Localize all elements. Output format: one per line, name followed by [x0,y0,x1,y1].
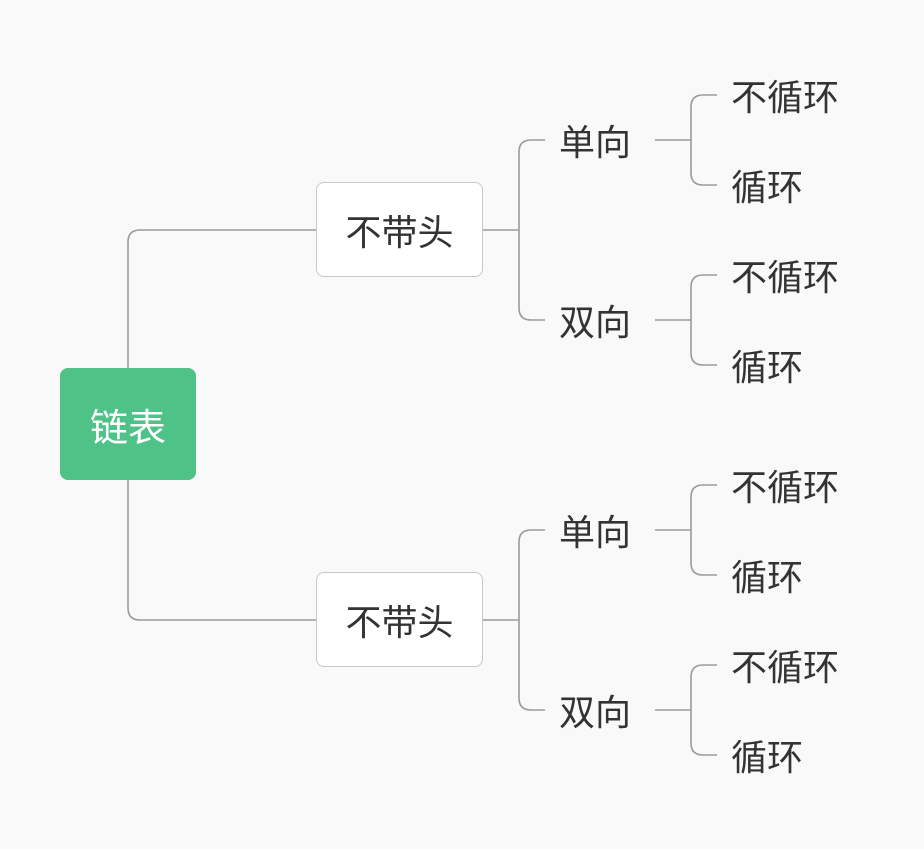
leaf-label: 不循环 [731,468,840,509]
root-label: 链表 [89,405,166,450]
leaf-node-1-1-0[interactable]: 不循环 [731,640,839,690]
leaf-label: 不循环 [731,648,840,689]
connector-b0-c1 [518,230,545,321]
leaf-label: 循环 [731,738,804,779]
leaf-node-0-1-1[interactable]: 循环 [731,340,803,390]
subbranch-label: 双向 [559,303,632,344]
subbranch-label: 单向 [559,123,632,164]
branch-label: 不带头 [345,602,454,644]
subbranch-node-0-1[interactable]: 双向 [559,295,631,345]
leaf-label: 不循环 [731,78,840,119]
leaf-node-0-1-0[interactable]: 不循环 [731,250,839,300]
connector-root-branch-0 [127,229,316,368]
subbranch-node-1-0[interactable]: 单向 [559,505,631,555]
connector-b1-c0 [518,529,545,620]
connector-b1-c1 [518,620,545,711]
connector-b0-c0 [518,139,545,230]
connector-b0-c0-leaf1 [690,140,717,186]
connector-b0-c0-leaf0 [690,94,717,140]
subbranch-node-1-1[interactable]: 双向 [559,685,631,735]
leaf-node-0-0-0[interactable]: 不循环 [731,70,839,120]
leaf-node-1-0-0[interactable]: 不循环 [731,460,839,510]
leaf-node-1-0-1[interactable]: 循环 [731,550,803,600]
connector-b1-c1-leaf0 [690,664,717,710]
subbranch-label: 双向 [559,693,632,734]
leaf-label: 不循环 [731,258,840,299]
branch-node-0[interactable]: 不带头 [316,182,483,277]
connector-b0-c1-leaf0 [690,274,717,320]
subbranch-node-0-0[interactable]: 单向 [559,115,631,165]
connector-b1-c1-leaf1 [690,710,717,756]
leaf-node-0-0-1[interactable]: 循环 [731,160,803,210]
connector-b1-c0-leaf1 [690,530,717,576]
subbranch-label: 单向 [559,513,632,554]
connector-b1-c0-leaf0 [690,484,717,530]
branch-label: 不带头 [345,212,454,254]
leaf-label: 循环 [731,348,804,389]
connector-b0-c1-leaf1 [690,320,717,366]
leaf-node-1-1-1[interactable]: 循环 [731,730,803,780]
root-node[interactable]: 链表 [60,368,196,480]
leaf-label: 循环 [731,558,804,599]
branch-node-1[interactable]: 不带头 [316,572,483,667]
connector-root-branch-1 [127,480,316,621]
leaf-label: 循环 [731,168,804,209]
